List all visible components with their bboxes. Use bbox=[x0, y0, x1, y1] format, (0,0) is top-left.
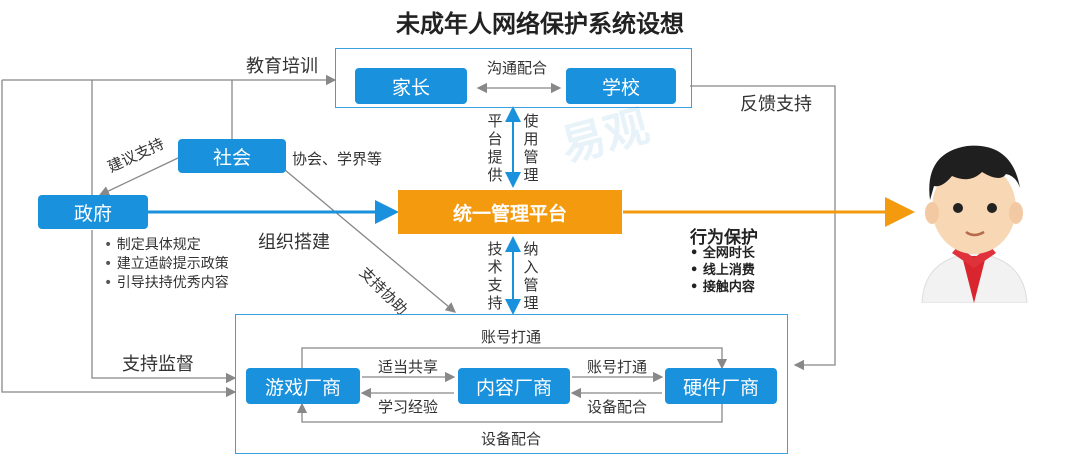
protection-item: 全网时长 bbox=[690, 245, 755, 262]
label-tech-support: 技术支持 bbox=[486, 240, 504, 312]
node-school[interactable]: 学校 bbox=[566, 68, 676, 104]
label-society-sub: 协会、学界等 bbox=[292, 148, 382, 169]
protection-list: 全网时长 线上消费 接触内容 bbox=[690, 245, 755, 296]
label-platform-provide: 平台提供 bbox=[486, 112, 504, 184]
label-use-manage: 使用管理 bbox=[522, 112, 540, 184]
child-avatar-icon bbox=[912, 128, 1037, 303]
label-share: 适当共享 bbox=[378, 356, 438, 377]
label-learn: 学习经验 bbox=[378, 396, 438, 417]
bullet-item: 制定具体规定 bbox=[104, 236, 229, 255]
node-content-vendor[interactable]: 内容厂商 bbox=[458, 368, 570, 404]
label-device-mid: 设备配合 bbox=[587, 396, 647, 417]
node-parent[interactable]: 家长 bbox=[355, 68, 467, 104]
bullet-item: 建立适龄提示政策 bbox=[104, 255, 229, 274]
label-include-manage: 纳入管理 bbox=[522, 240, 540, 312]
node-society[interactable]: 社会 bbox=[178, 139, 286, 173]
label-supervise: 支持监督 bbox=[122, 350, 194, 376]
node-hardware-vendor[interactable]: 硬件厂商 bbox=[665, 368, 777, 404]
label-organize: 组织搭建 bbox=[258, 228, 330, 254]
protection-item: 线上消费 bbox=[690, 262, 755, 279]
node-game-vendor[interactable]: 游戏厂商 bbox=[246, 368, 360, 404]
label-device-bottom: 设备配合 bbox=[481, 428, 541, 449]
bullet-item: 引导扶持优秀内容 bbox=[104, 274, 229, 293]
label-account-mid: 账号打通 bbox=[587, 356, 647, 377]
government-bullets: 制定具体规定 建立适龄提示政策 引导扶持优秀内容 bbox=[104, 236, 229, 293]
node-platform[interactable]: 统一管理平台 bbox=[398, 190, 622, 234]
label-education: 教育培训 bbox=[246, 52, 318, 78]
label-account-top: 账号打通 bbox=[481, 326, 541, 347]
label-communication: 沟通配合 bbox=[487, 57, 547, 78]
node-government[interactable]: 政府 bbox=[38, 195, 148, 229]
label-feedback: 反馈支持 bbox=[740, 90, 812, 116]
protection-item: 接触内容 bbox=[690, 279, 755, 296]
